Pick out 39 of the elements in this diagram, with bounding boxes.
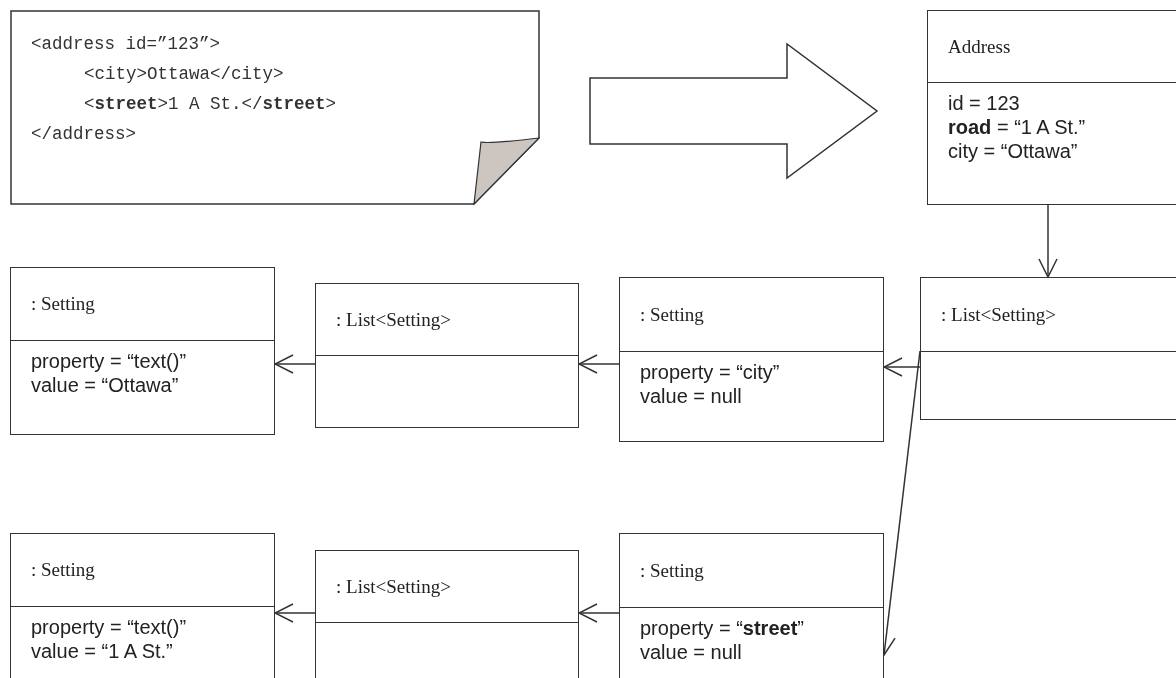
object-box — [315, 283, 579, 428]
object-box — [927, 10, 1176, 205]
block-arrow — [589, 42, 879, 180]
arrow — [274, 603, 316, 623]
code-line: <street>1 A St.</street> — [84, 94, 337, 114]
object-box — [920, 277, 1176, 420]
object-name: : Setting — [31, 293, 95, 315]
object-name: : List<Setting> — [941, 303, 1056, 326]
attribute-text: id = 123 — [948, 91, 1021, 115]
attribute-text: value = “1 A St.” — [31, 639, 174, 663]
code-line: <address id=”123”> — [31, 34, 221, 54]
arrow — [883, 357, 921, 377]
object-box — [619, 533, 884, 678]
attribute-text: property = “city” — [640, 360, 781, 384]
arrow — [578, 603, 620, 623]
attribute-text: property = “text()” — [31, 349, 188, 373]
arrow — [578, 354, 620, 374]
attribute-text: property = “text()” — [31, 615, 188, 639]
object-name: : Setting — [640, 559, 704, 582]
object-box — [619, 277, 884, 442]
object-name: Address — [948, 35, 1011, 58]
object-box — [10, 267, 275, 435]
arrow — [1038, 204, 1058, 278]
object-box — [10, 533, 275, 678]
code-line: <city>Ottawa</city> — [84, 64, 284, 84]
attribute-text: value = null — [640, 384, 743, 408]
attribute-text: road = “1 A St.” — [948, 115, 1087, 139]
attribute-text: property = “street” — [640, 616, 805, 640]
attribute-text: city = “Ottawa” — [948, 139, 1079, 163]
code-line: </address> — [31, 124, 137, 144]
attribute-text: value = “Ottawa” — [31, 373, 180, 397]
object-name: : List<Setting> — [336, 575, 451, 598]
object-name: : Setting — [640, 303, 704, 326]
object-name: : List<Setting> — [336, 308, 451, 331]
attribute-text: value = null — [640, 640, 743, 664]
document-note — [10, 10, 540, 205]
object-box — [315, 550, 579, 678]
arrow — [274, 354, 316, 374]
object-name: : Setting — [31, 559, 95, 581]
